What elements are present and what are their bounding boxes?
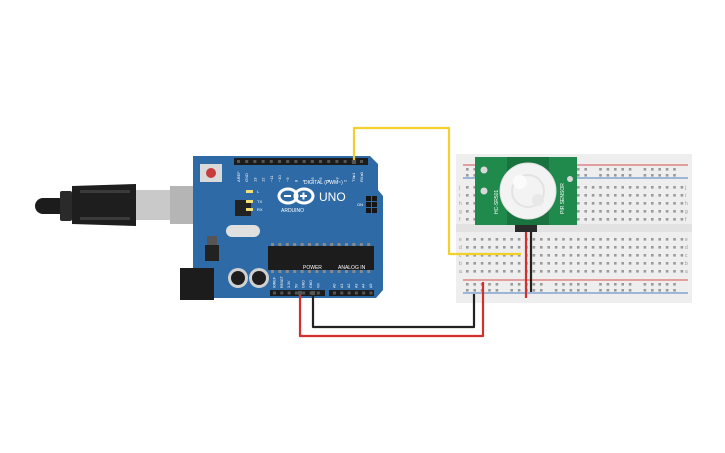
power-label: POWER [303, 265, 322, 271]
usb-cable [35, 184, 204, 226]
digital-pin-label: ~9 [285, 177, 290, 182]
analog-pin-label: A5 [369, 284, 373, 288]
pir-left-label: HC-SR501 [494, 190, 500, 214]
power-wire [298, 282, 485, 338]
signal-wire [352, 126, 521, 256]
analog-pin-label: A3 [354, 284, 358, 288]
digital-pin-label: ~5 [318, 177, 323, 182]
analog-pin-label: A0 [333, 284, 337, 288]
digital-header [234, 158, 368, 165]
bb-row-letter: g [459, 209, 462, 215]
bb-row-letter: a [685, 269, 688, 275]
bb-row-letter: j [458, 185, 460, 191]
analog-pin-label: A4 [362, 284, 366, 288]
bb-row-letter: h [459, 201, 462, 207]
power-pin-label: GND [302, 280, 306, 288]
digital-pin-label: 12 [261, 177, 266, 182]
arduino-model-text: UNO [319, 190, 346, 204]
bb-row-letter: i [459, 193, 460, 199]
digital-pin-label: 4 [326, 179, 331, 182]
bb-row-letter: e [685, 237, 688, 243]
bb-row-letter: c [685, 253, 688, 259]
arduino-brand-text: ARDUINO [281, 208, 304, 214]
bb-row-letter: e [459, 237, 462, 243]
bb-row-letter: i [685, 193, 686, 199]
power-pin-label: IOREF [273, 276, 277, 288]
digital-pin-label: RX◂0 [359, 171, 364, 182]
digital-pin-label: 13 [252, 177, 257, 182]
power-jack [180, 268, 214, 300]
power-pin-label: Vin [316, 283, 320, 288]
pir-sensor: HC-SR501 PIR SENSOR [475, 157, 577, 232]
analog-label: ANALOG IN [338, 265, 366, 271]
analog-header [329, 290, 374, 296]
digital-label: DIGITAL (PWM~) [304, 180, 343, 186]
bb-row-letter: c [459, 253, 462, 259]
bb-row-letter: b [685, 261, 688, 267]
bb-row-letter: a [459, 269, 462, 275]
bb-row-letter: d [459, 245, 462, 251]
pir-dome [499, 162, 557, 220]
digital-pin-label: ~10 [277, 174, 282, 182]
power-pin-label: RESET [280, 275, 284, 288]
digital-pin-label: 8 [293, 179, 298, 182]
rx-label: RX [257, 207, 263, 212]
digital-pin-label: ~6 [310, 177, 315, 182]
digital-pin-label: 7 [302, 179, 307, 182]
atmega-chip [268, 246, 374, 270]
pir-right-label: PIR SENSOR [560, 183, 566, 214]
bb-row-letter: j [684, 185, 686, 191]
digital-pin-label: ~3 [334, 177, 339, 182]
bb-row-letter: f [459, 217, 461, 223]
bb-row-letter: h [685, 201, 688, 207]
arduino-logo [277, 187, 315, 205]
bb-row-letter: f [685, 217, 687, 223]
power-pin-label: 3.3V [287, 280, 291, 288]
analog-pin-label: A2 [347, 284, 351, 288]
power-pin-label: 5V [294, 283, 298, 288]
bb-row-letter: d [685, 245, 688, 251]
power-pin-label: GND [309, 280, 313, 288]
bb-row-letter: g [685, 209, 688, 215]
digital-pin-label: AREF [236, 171, 241, 182]
l-label: L [257, 189, 260, 194]
analog-pin-label: A1 [340, 284, 344, 288]
digital-pin-label: ~11 [269, 175, 274, 182]
digital-pin-label: 2 [343, 179, 348, 182]
digital-pin-label: TX▸1 [351, 172, 356, 182]
on-label: ON [357, 202, 363, 207]
digital-pin-label: GND [244, 173, 249, 182]
bb-row-letter: b [459, 261, 462, 267]
tx-label: TX [257, 199, 262, 204]
ground-wire [311, 293, 476, 329]
